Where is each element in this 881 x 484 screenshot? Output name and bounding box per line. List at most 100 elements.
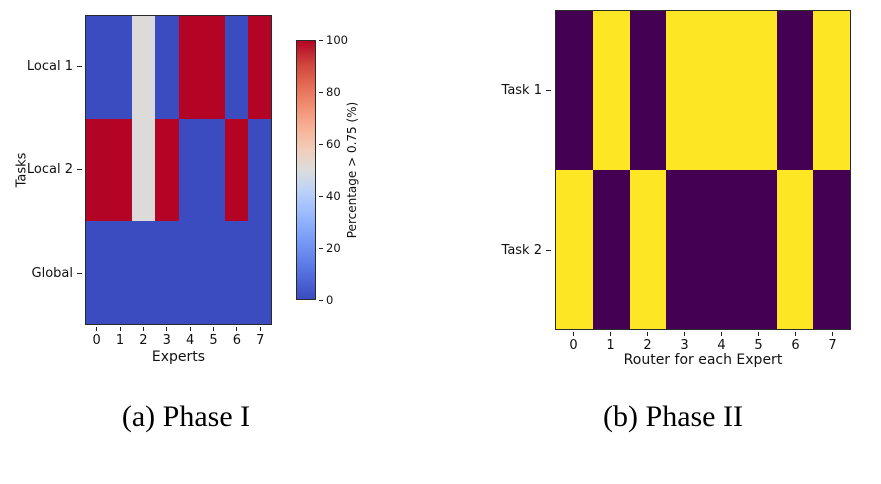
x-tick-mark (119, 327, 121, 331)
x-tick-label: 4 (186, 333, 195, 348)
x-tick-label: 1 (115, 333, 125, 348)
x-tick-label: 2 (643, 338, 652, 353)
heatmap-b-cell-r1c0 (556, 170, 593, 329)
heatmap-b-cell-r1c4 (703, 170, 740, 329)
heatmap-a-cell-r1c2 (132, 118, 156, 222)
x-tick-mark (832, 332, 833, 336)
x-tick-mark (721, 332, 722, 336)
heatmap-a-cell-r2c2 (132, 221, 156, 324)
heatmap-a-cell-r1c6 (224, 118, 248, 222)
heatmap-a-cell-r2c7 (247, 221, 271, 324)
y-tick-mark (77, 66, 82, 68)
x-tick-4: 4 (179, 327, 202, 349)
heatmap-b-cell-r1c6 (776, 170, 814, 329)
heatmap-a-cell-r0c6 (224, 16, 248, 119)
heatmap-a-cell-r2c0 (86, 221, 110, 324)
x-tick-mark (758, 332, 759, 336)
heatmap-b-cell-r1c5 (739, 170, 777, 329)
x-tick-mark (684, 332, 685, 336)
heatmap-a-cell-r1c0 (86, 118, 110, 222)
x-tick-label: 5 (754, 338, 763, 353)
x-tick-label: 6 (791, 338, 800, 353)
y-tick-mark (77, 169, 82, 171)
heatmap-a-cell-r0c1 (109, 16, 133, 119)
heatmap-b-cell-r1c1 (592, 170, 630, 329)
x-tick-label: 7 (256, 333, 265, 348)
colorbar-tick-label: 60 (326, 137, 341, 151)
phase1-heatmap (85, 15, 272, 325)
heatmap-a-cell-r0c4 (178, 16, 202, 119)
heatmap-a-cell-r0c3 (155, 16, 179, 119)
heatmap-b-cell-r0c1 (592, 11, 630, 170)
x-tick-7: 7 (249, 327, 272, 349)
x-tick-5: 5 (202, 327, 225, 349)
y-tick-label: Local 1 (26, 59, 73, 75)
x-tick-mark (166, 327, 168, 331)
x-tick-label: 0 (92, 333, 101, 348)
heatmap-b-cell-r1c3 (666, 170, 703, 329)
x-tick-mark (573, 332, 574, 336)
x-tick-mark (795, 332, 796, 336)
heatmap-b-cell-r0c0 (556, 11, 593, 170)
heatmap-b-cell-r0c3 (666, 11, 703, 170)
x-tick-mark (259, 327, 261, 331)
phase1-x-axis-label: Experts (151, 349, 206, 365)
x-tick-3: 3 (666, 332, 703, 354)
heatmap-b-cell-r0c6 (776, 11, 814, 170)
heatmap-a-cell-r0c2 (132, 16, 156, 119)
colorbar-tick-label: 20 (326, 241, 341, 255)
x-tick-mark (189, 327, 191, 331)
x-tick-6: 6 (225, 327, 248, 349)
x-tick-2: 2 (132, 327, 155, 349)
x-tick-6: 6 (777, 332, 814, 354)
y-tick-mark (546, 89, 551, 91)
x-tick-1: 1 (108, 327, 131, 349)
x-tick-label: 3 (162, 333, 171, 348)
x-tick-label: 1 (606, 338, 615, 353)
x-tick-0: 0 (555, 332, 592, 354)
heatmap-b-cell-r0c2 (629, 11, 667, 170)
y-tick-local-1: Local 1 (6, 15, 82, 118)
x-tick-2: 2 (629, 332, 666, 354)
heatmap-a-cell-r0c0 (86, 16, 110, 119)
x-tick-label: 3 (680, 338, 689, 353)
colorbar-tick-label: 40 (326, 189, 341, 203)
colorbar-tick-mark (319, 247, 323, 249)
y-tick-mark (77, 272, 82, 274)
colorbar-tick-label: 80 (326, 85, 341, 99)
colorbar-tick-mark (319, 39, 323, 41)
x-tick-label: 0 (569, 338, 578, 353)
x-tick-label: 4 (717, 338, 726, 353)
phase1-caption: (a) Phase I (121, 400, 251, 433)
y-tick-local-2: Local 2 (6, 118, 82, 221)
x-tick-5: 5 (740, 332, 777, 354)
heatmap-a-cell-r1c1 (109, 118, 133, 222)
colorbar (296, 40, 316, 300)
heatmap-b-cell-r0c7 (813, 11, 850, 170)
y-tick-label: Task 2 (501, 242, 542, 258)
y-tick-global: Global (6, 222, 82, 325)
heatmap-a-cell-r1c5 (201, 118, 225, 222)
heatmap-a-cell-r1c4 (178, 118, 202, 222)
heatmap-b-cell-r1c7 (813, 170, 850, 329)
colorbar-tick-mark (319, 299, 323, 301)
colorbar-tick-label: 100 (326, 33, 348, 47)
phase2-heatmap (555, 10, 851, 330)
heatmap-b-cell-r1c2 (629, 170, 667, 329)
heatmap-a-cell-r0c5 (201, 16, 225, 119)
x-tick-mark (142, 327, 144, 331)
x-tick-label: 6 (232, 333, 242, 348)
colorbar-tick-mark (319, 91, 323, 93)
heatmap-b-cell-r0c4 (703, 11, 740, 170)
heatmap-a-cell-r1c3 (155, 118, 179, 222)
phase2-x-axis-label: Router for each Expert (623, 352, 783, 368)
y-tick-task-2: Task 2 (479, 170, 551, 330)
heatmap-b-cell-r0c5 (739, 11, 777, 170)
colorbar-tick-mark (319, 143, 323, 145)
